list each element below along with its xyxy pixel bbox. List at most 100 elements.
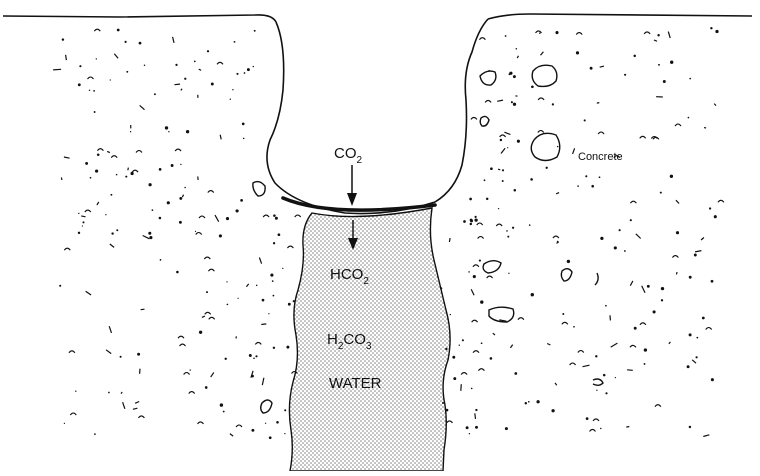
aggregate-speck <box>709 207 711 209</box>
aggregate-speck <box>230 99 231 100</box>
aggregate-speck <box>126 71 128 73</box>
aggregate-speck <box>107 151 110 152</box>
aggregate-speck <box>242 123 245 126</box>
aggregate-speck <box>461 384 462 391</box>
aggregate-speck <box>636 234 641 239</box>
aggregate-speck <box>446 409 449 412</box>
aggregate-speck <box>81 216 85 217</box>
aggregate-speck <box>552 103 554 105</box>
aggregate-speck <box>82 221 84 223</box>
aggregate-speck <box>125 41 127 43</box>
aggregate-speck <box>672 256 678 258</box>
aggregate-speck <box>657 34 659 36</box>
aggregate-speck <box>79 65 81 67</box>
aggregate-speck <box>226 217 229 220</box>
aggregate-speck <box>661 287 664 290</box>
aggregate-speck <box>528 401 530 403</box>
aggregate-speck <box>111 232 113 234</box>
aggregate-speck <box>121 392 122 394</box>
aggregate-speck <box>689 276 692 279</box>
aggregate-speck <box>516 48 518 50</box>
aggregate-speck <box>485 100 491 102</box>
aggregate-speck <box>253 358 255 360</box>
aggregate-speck <box>181 89 182 91</box>
aggregate-speck <box>669 342 671 344</box>
aggregate-speck <box>469 198 472 201</box>
aggregate-speck <box>246 284 248 287</box>
aggregate-speck <box>630 281 633 286</box>
aggregate-speck <box>704 128 706 129</box>
aggregate-speck <box>611 343 618 347</box>
aggregate-speck <box>624 250 626 252</box>
aggregate-speck <box>135 402 139 404</box>
aggregate-stone <box>261 400 272 413</box>
aggregate-speck <box>676 200 679 203</box>
aggregate-speck <box>184 373 190 375</box>
aggregate-speck <box>189 392 195 394</box>
aggregate-speck <box>270 274 273 277</box>
aggregate-speck <box>85 210 91 212</box>
aggregate-speck <box>470 219 473 222</box>
aggregate-speck <box>459 345 460 346</box>
aggregate-speck <box>497 100 503 101</box>
aggregate-speck <box>573 148 575 154</box>
aggregate-speck <box>585 175 587 177</box>
aggregate-speck <box>93 90 95 92</box>
aggregate-speck <box>97 153 100 156</box>
aggregate-speck <box>689 78 691 80</box>
aggregate-speck <box>259 258 261 264</box>
aggregate-speck <box>675 124 681 126</box>
aggregate-speck <box>236 209 239 212</box>
aggregate-speck <box>577 185 579 187</box>
aggregate-speck <box>653 310 656 313</box>
aggregate-speck <box>479 260 481 262</box>
aggregate-speck <box>53 69 61 70</box>
aggregate-speck <box>199 331 202 334</box>
aggregate-speck <box>644 348 647 351</box>
aggregate-speck <box>576 33 582 35</box>
aggregate-speck <box>505 427 508 430</box>
aggregate-speck <box>689 333 692 336</box>
aggregate-speck <box>273 347 275 349</box>
aggregate-speck <box>199 216 205 218</box>
aggregate-speck <box>472 320 478 322</box>
aggregate-speck <box>66 55 67 60</box>
water-label: WATER <box>329 375 382 392</box>
aggregate-speck <box>500 139 502 141</box>
aggregate-speck <box>278 233 281 236</box>
aggregate-speck <box>718 200 724 202</box>
aggregate-stone <box>483 261 501 273</box>
aggregate-speck <box>462 339 464 341</box>
aggregate-speck <box>111 156 117 158</box>
aggregate-speck <box>596 390 597 391</box>
aggregate-speck <box>88 77 94 79</box>
aggregate-speck <box>508 273 509 274</box>
aggregate-speck <box>714 215 717 218</box>
aggregate-speck <box>471 289 474 295</box>
aggregate-speck <box>442 402 444 404</box>
aggregate-speck <box>226 281 227 282</box>
aggregate-speck <box>247 68 250 71</box>
aggregate-speck <box>599 176 601 178</box>
aggregate-speck <box>538 98 544 100</box>
aggregate-speck <box>61 178 62 181</box>
aggregate-speck <box>139 42 142 45</box>
aggregate-speck <box>120 356 122 358</box>
aggregate-speck <box>500 135 506 137</box>
co2-arrow <box>347 165 357 206</box>
aggregate-speck <box>130 172 133 175</box>
aggregate-speck <box>514 189 517 192</box>
aggregate-speck <box>505 35 507 37</box>
aggregate-speck <box>619 229 621 231</box>
aggregate-speck <box>253 66 254 67</box>
aggregate-speck <box>701 238 704 241</box>
aggregate-speck <box>440 287 442 289</box>
aggregate-speck <box>615 377 616 378</box>
aggregate-speck <box>152 209 154 211</box>
aggregate-speck <box>62 38 64 40</box>
aggregate-speck <box>243 138 245 140</box>
aggregate-speck <box>514 372 517 375</box>
aggregate-speck <box>536 400 539 403</box>
aggregate-speck <box>114 54 118 59</box>
